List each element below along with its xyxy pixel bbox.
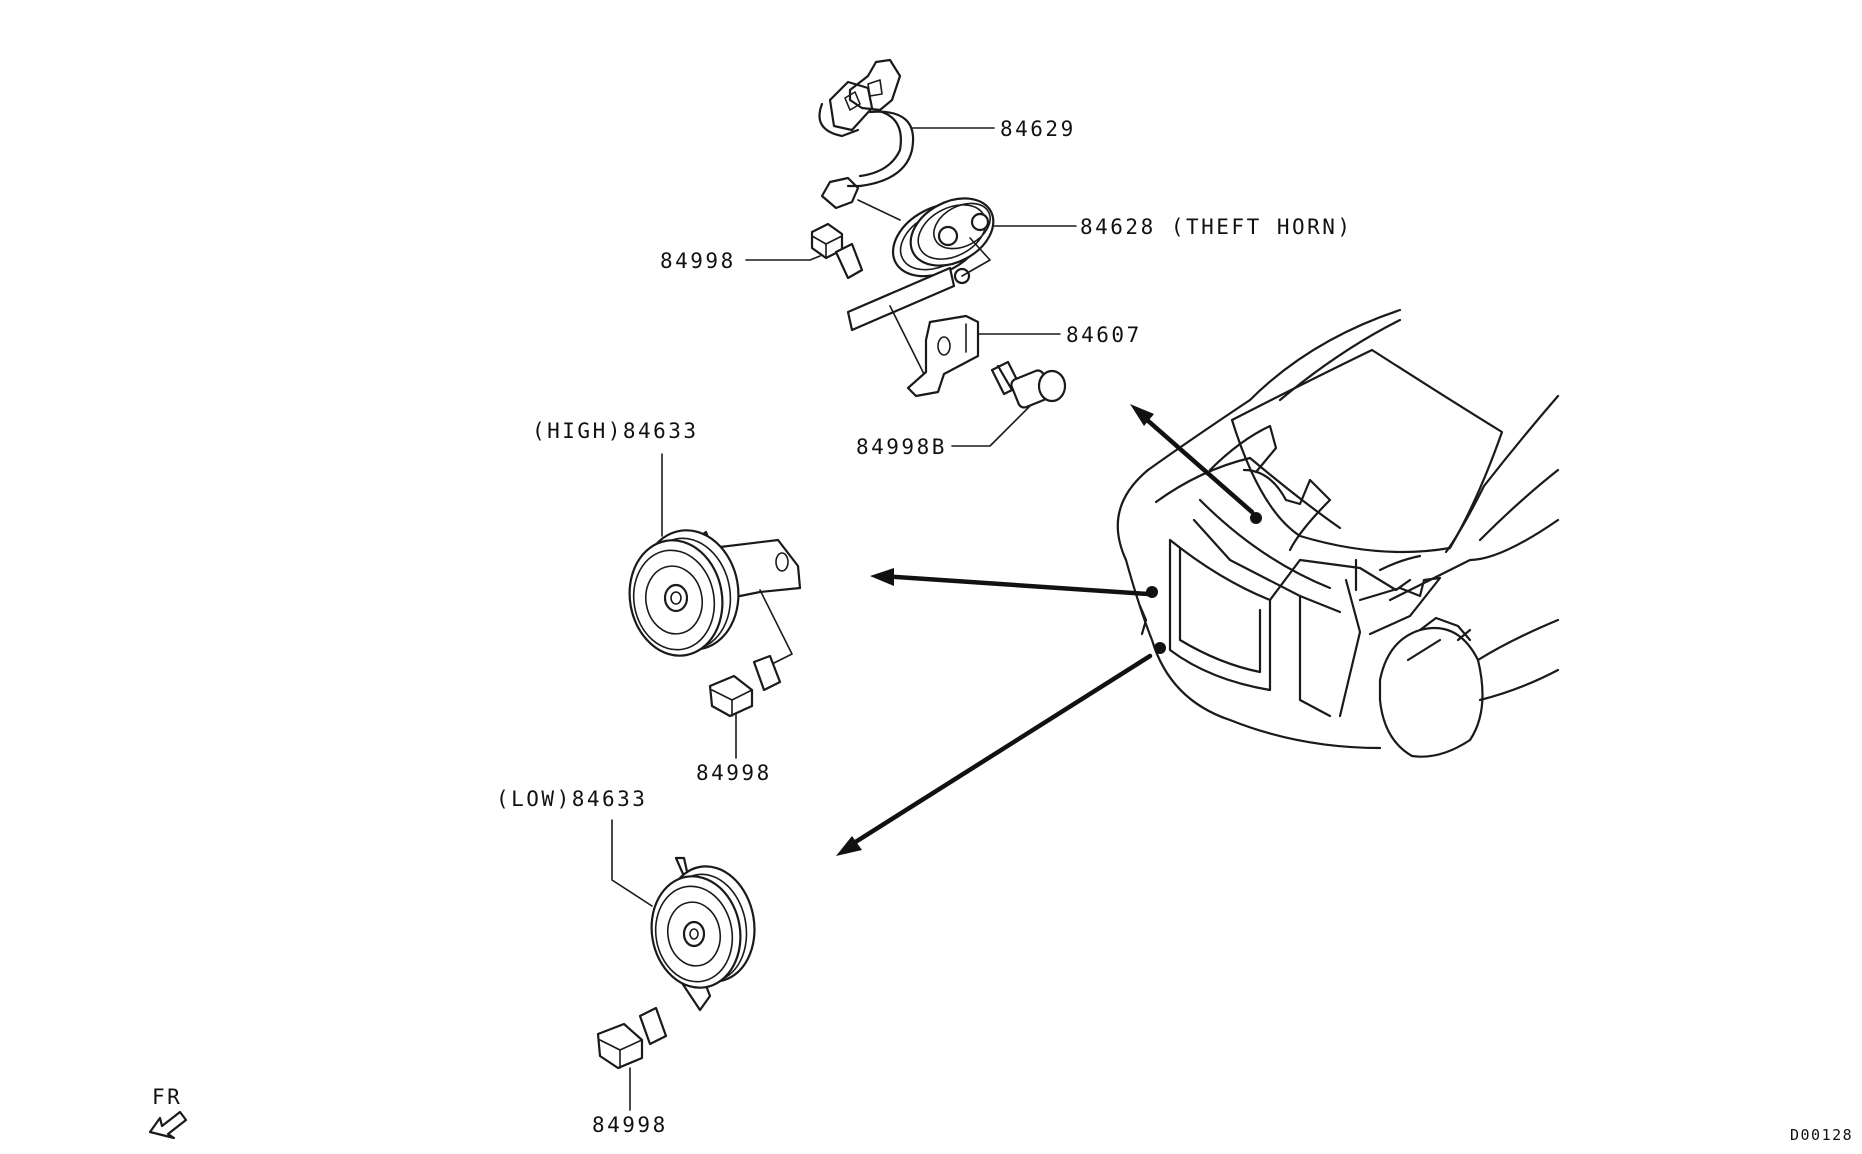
- low-bolt: [596, 1006, 668, 1070]
- bolt-upper: [810, 222, 864, 280]
- bracket-84607: [906, 314, 980, 398]
- high-horn: [628, 529, 802, 667]
- label-bracket-84607: 84607: [1066, 323, 1142, 347]
- high-bolt: [708, 654, 782, 718]
- label-bolt-84998b: 84998B: [856, 435, 947, 459]
- arrow-to-high-horn: [870, 568, 1151, 597]
- front-direction-arrow-icon: [148, 1110, 188, 1140]
- harness-connector: [818, 58, 915, 221]
- car-front-outline: [1116, 308, 1560, 758]
- label-bolt-upper-84998: 84998: [660, 249, 736, 273]
- label-low-horn-84633: (LOW)84633: [496, 787, 647, 811]
- arrow-to-theft-horn: [1130, 404, 1255, 515]
- bolt-84998b: [990, 360, 1067, 409]
- theft-horn: [891, 197, 995, 285]
- arrow-to-low-horn: [836, 653, 1153, 856]
- label-high-bolt-84998: 84998: [696, 761, 772, 785]
- horn-mount-points: [1138, 512, 1262, 654]
- horn-mount-plate: [846, 266, 956, 387]
- diagram-code: D00128: [1790, 1126, 1853, 1144]
- label-low-bolt-84998: 84998: [592, 1113, 668, 1137]
- leader-lines: [611, 127, 1077, 1111]
- label-theft-horn-84628: 84628 (THEFT HORN): [1080, 215, 1353, 239]
- label-high-horn-84633: (HIGH)84633: [532, 419, 699, 443]
- label-front-direction: FR: [152, 1085, 182, 1109]
- label-harness-84629: 84629: [1000, 117, 1076, 141]
- low-horn: [650, 856, 756, 1012]
